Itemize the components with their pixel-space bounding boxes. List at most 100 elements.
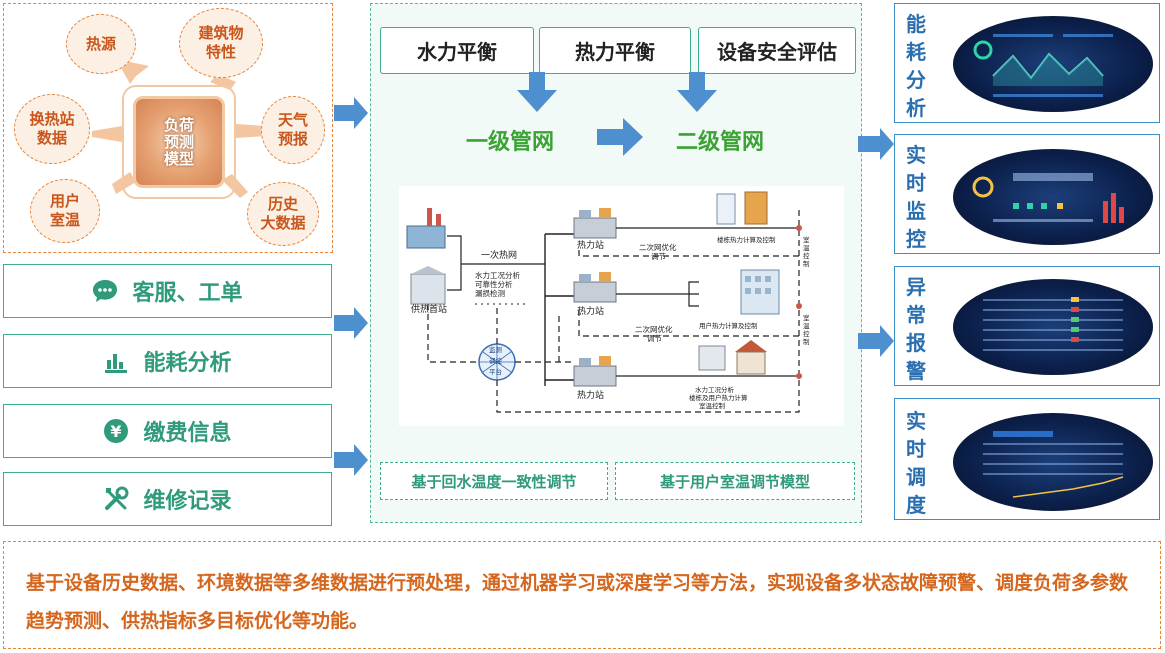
arrow-right-icon bbox=[334, 97, 368, 129]
menu-energy[interactable]: 能耗分析 bbox=[3, 334, 332, 388]
arrow-down-icon bbox=[677, 72, 717, 112]
network-balance-panel: 水力平衡 热力平衡 设备安全评估 一级管网 二级管网 供热首站 一次热网 水力工… bbox=[370, 3, 862, 523]
secondary-opt-label: 调节 bbox=[651, 252, 666, 261]
hydraulic-analysis-line: 漏损检测 bbox=[475, 288, 505, 298]
arrow-down-icon bbox=[517, 72, 557, 112]
realtime-dispatch-panel[interactable]: 实 时 调 度 bbox=[894, 398, 1160, 520]
secondary-opt-label: 二次网优化 bbox=[635, 324, 673, 334]
menu-service[interactable]: 客服、工单 bbox=[3, 264, 332, 318]
arrow-right-icon bbox=[334, 307, 368, 339]
panel-label-text: 实 时 调 度 bbox=[906, 409, 926, 517]
menu-billing[interactable]: ¥ 缴费信息 bbox=[3, 404, 332, 458]
summary-text: 基于设备历史数据、环境数据等多维数据进行预处理，通过机器学习或深度学习等方法，实… bbox=[26, 572, 1129, 632]
room-temp-label: 控 bbox=[803, 329, 810, 338]
thermal-balance-button[interactable]: 热力平衡 bbox=[539, 27, 691, 74]
bar-chart-icon bbox=[103, 348, 129, 374]
panel-label-text: 能 耗 分 析 bbox=[906, 12, 926, 120]
hydraulic-analysis-line: 可靠性分析 bbox=[475, 279, 513, 289]
heat-station-icon bbox=[573, 208, 617, 239]
chip-label: 负荷 预测 模型 bbox=[163, 115, 194, 168]
dashboard-screenshot bbox=[953, 279, 1153, 375]
input-heat-source: 热源 bbox=[66, 14, 136, 74]
panel-label-text: 实 时 监 控 bbox=[906, 143, 926, 251]
button-label: 设备安全评估 bbox=[717, 40, 837, 64]
menu-label: 维修记录 bbox=[143, 489, 232, 514]
room-temp-label: 室 bbox=[803, 235, 810, 244]
chip-frame bbox=[122, 85, 236, 199]
room-temp-label: 控 bbox=[803, 251, 810, 260]
equipment-safety-button[interactable]: 设备安全评估 bbox=[698, 27, 856, 74]
room-temp-label: 温 bbox=[803, 321, 810, 330]
room-temp-label: 制 bbox=[803, 259, 810, 268]
input-label: 历史 大数据 bbox=[260, 195, 306, 232]
building-icon bbox=[716, 191, 768, 225]
platform-label: 平台 bbox=[489, 367, 502, 376]
heat-station-label: 热力站 bbox=[577, 305, 604, 317]
yen-icon: ¥ bbox=[103, 418, 129, 444]
load-prediction-panel: 热源 建筑物 特性 换热站 数据 天气 预报 用户 室温 历史 大数据 负荷 预… bbox=[3, 3, 333, 253]
hydraulic-balance-button[interactable]: 水力平衡 bbox=[380, 27, 534, 74]
heating-network-schematic: 供热首站 一次热网 水力工况分析 可靠性分析 漏损检测 监测 调控 平台 bbox=[399, 186, 844, 426]
input-weather: 天气 预报 bbox=[261, 96, 325, 164]
input-history: 历史 大数据 bbox=[247, 182, 319, 246]
room-temp-model-button[interactable]: 基于用户室温调节模型 bbox=[615, 462, 855, 500]
dashboard-screenshot bbox=[953, 413, 1153, 511]
bottom-analysis-line: 室温控制 bbox=[699, 401, 726, 410]
input-label: 换热站 数据 bbox=[29, 110, 75, 147]
building-icon bbox=[698, 340, 767, 375]
room-temp-label: 室 bbox=[803, 313, 810, 322]
input-building: 建筑物 特性 bbox=[179, 8, 263, 78]
dashboard-screenshot bbox=[953, 16, 1153, 112]
button-label: 基于用户室温调节模型 bbox=[659, 472, 810, 491]
dashboard-screenshot bbox=[953, 149, 1153, 245]
room-temp-label: 温 bbox=[803, 243, 810, 252]
heat-station-label: 热力站 bbox=[577, 389, 604, 401]
input-label: 热源 bbox=[85, 34, 116, 53]
input-label: 天气 预报 bbox=[277, 111, 308, 148]
chat-icon bbox=[92, 278, 118, 304]
svg-text:¥: ¥ bbox=[111, 422, 122, 441]
heat-station-icon bbox=[573, 272, 617, 303]
tools-icon bbox=[103, 486, 129, 512]
hydraulic-analysis-line: 水力工况分析 bbox=[475, 270, 520, 280]
energy-analysis-panel[interactable]: 能 耗 分 析 bbox=[894, 3, 1160, 123]
building-calc-label: 楼栋热力计算及控制 bbox=[717, 235, 776, 244]
level2-network-label: 二级管网 bbox=[676, 130, 765, 155]
menu-label: 客服、工单 bbox=[132, 281, 243, 306]
button-label: 水力平衡 bbox=[417, 40, 497, 64]
supply-station-label: 供热首站 bbox=[411, 303, 447, 315]
platform-label: 调控 bbox=[489, 356, 503, 365]
summary-note: 基于设备历史数据、环境数据等多维数据进行预处理，通过机器学习或深度学习等方法，实… bbox=[3, 541, 1161, 649]
button-label: 热力平衡 bbox=[575, 40, 655, 64]
menu-repair[interactable]: 维修记录 bbox=[3, 472, 332, 526]
arrow-right-icon bbox=[334, 444, 368, 476]
panel-label-text: 异 常 报 警 bbox=[906, 275, 926, 383]
platform-label: 监测 bbox=[489, 345, 503, 354]
panel-label: 实 时 监 控 bbox=[903, 141, 929, 253]
input-label: 用户 室温 bbox=[49, 192, 80, 229]
load-prediction-model-chip: 负荷 预测 模型 bbox=[133, 96, 225, 188]
heat-plant-icon bbox=[406, 208, 446, 249]
input-label: 建筑物 特性 bbox=[198, 24, 244, 61]
panel-label: 异 常 报 警 bbox=[903, 273, 929, 385]
bottom-analysis-line: 水力工况分析 bbox=[695, 385, 735, 394]
secondary-opt-label: 二次网优化 bbox=[639, 242, 677, 252]
supply-station-icon bbox=[410, 266, 446, 305]
input-substation: 换热站 数据 bbox=[14, 94, 90, 164]
input-user-temp: 用户 室温 bbox=[30, 179, 100, 243]
arrow-right-icon bbox=[597, 118, 643, 156]
room-temp-label: 制 bbox=[803, 337, 810, 346]
arrow-right-icon bbox=[858, 128, 894, 160]
panel-label: 能 耗 分 析 bbox=[903, 10, 929, 122]
realtime-monitor-panel[interactable]: 实 时 监 控 bbox=[894, 134, 1160, 254]
secondary-opt-label: 调节 bbox=[647, 334, 662, 343]
user-calc-label: 用户热力计算及控制 bbox=[699, 321, 758, 330]
menu-label: 能耗分析 bbox=[143, 351, 232, 376]
menu-label: 缴费信息 bbox=[143, 421, 232, 446]
alarm-panel[interactable]: 异 常 报 警 bbox=[894, 266, 1160, 386]
bottom-analysis-line: 楼栋及用户热力计算 bbox=[689, 393, 748, 402]
building-icon bbox=[740, 269, 780, 315]
arrow-right-icon bbox=[858, 325, 894, 357]
return-temp-regulation-button[interactable]: 基于回水温度一致性调节 bbox=[380, 462, 608, 500]
panel-label: 实 时 调 度 bbox=[903, 407, 929, 519]
